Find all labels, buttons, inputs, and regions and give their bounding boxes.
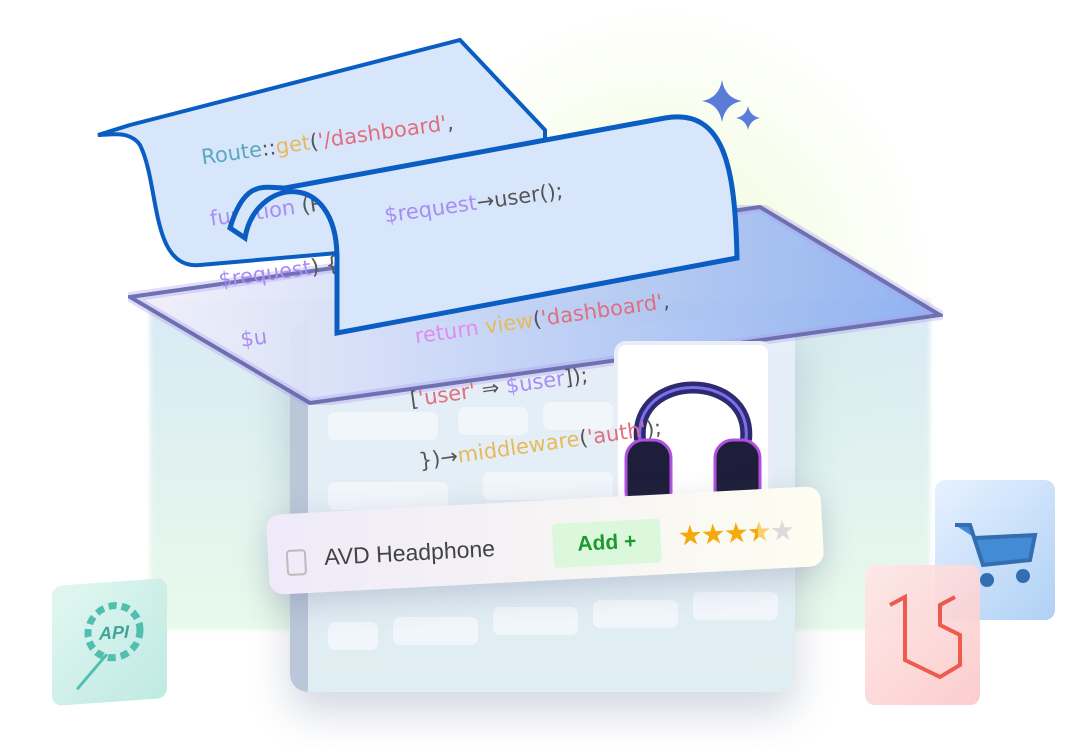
product-checkbox[interactable]	[285, 549, 308, 577]
product-name: AVD Headphone	[323, 535, 496, 571]
cart-badge	[935, 480, 1055, 620]
laravel-logo-icon	[889, 593, 962, 680]
star-half-icon: ★	[745, 515, 771, 548]
product-image	[618, 345, 768, 515]
add-button[interactable]: Add +	[551, 518, 662, 569]
headphones-icon	[624, 381, 762, 512]
star-icon: ★	[676, 519, 702, 552]
rating-stars: ★★★★★	[677, 514, 794, 553]
star-empty-icon: ★	[769, 514, 794, 547]
code-sheet-front	[227, 114, 740, 337]
code-front: $request→user(); return view('dashboard'…	[382, 178, 671, 474]
star-icon: ★	[699, 518, 725, 551]
shopping-cart-icon	[955, 523, 1038, 587]
sparkle-icon	[702, 80, 760, 130]
api-gear-icon: API	[75, 602, 144, 691]
laravel-badge	[865, 565, 980, 705]
star-icon: ★	[722, 516, 748, 550]
svg-text:API: API	[98, 622, 130, 644]
api-badge: API	[52, 577, 167, 707]
